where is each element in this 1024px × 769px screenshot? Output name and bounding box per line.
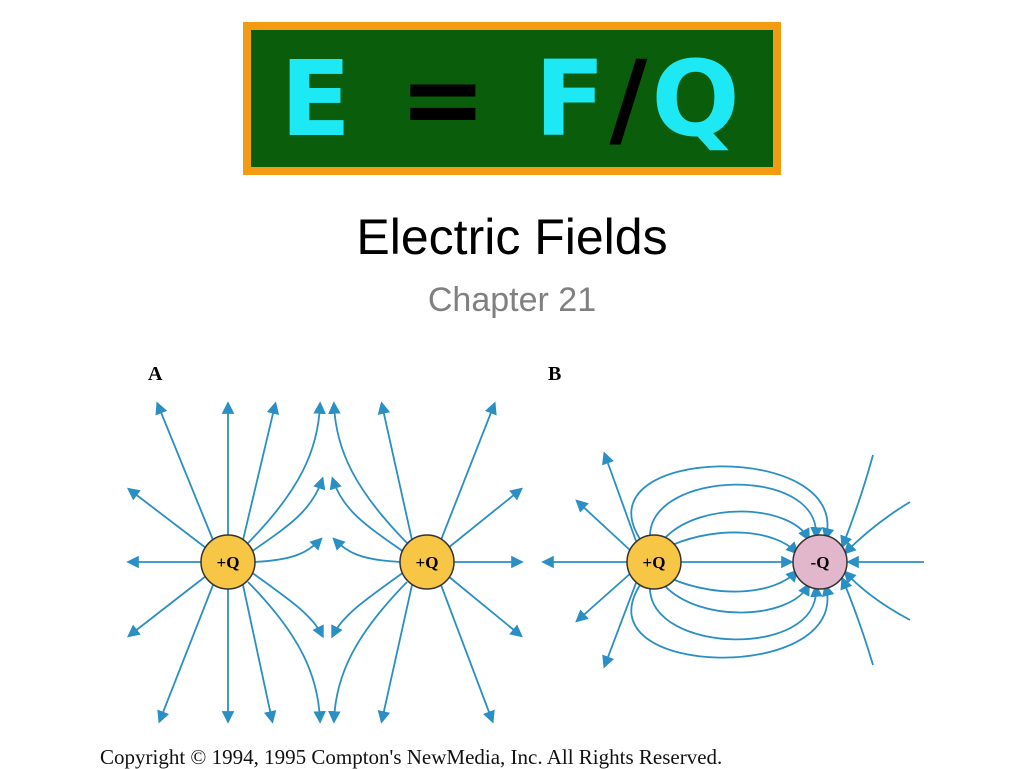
field-line <box>630 465 835 541</box>
field-line <box>575 499 633 553</box>
formula-banner: E = F/Q <box>243 22 781 175</box>
panel-a-field-lines <box>126 401 524 724</box>
field-line <box>447 575 523 638</box>
formula-slash: / <box>609 37 652 160</box>
field-line <box>840 576 874 666</box>
field-line <box>602 451 637 542</box>
panel-b-charge-negative: -Q <box>792 534 848 590</box>
field-line <box>328 581 408 724</box>
charge-label-positive: +Q <box>643 553 666 572</box>
field-line <box>242 401 280 541</box>
field-line <box>663 510 810 542</box>
panel-b-label: B <box>548 363 561 385</box>
field-line <box>250 476 326 553</box>
field-line <box>247 401 326 544</box>
slide-subtitle: Chapter 21 <box>427 281 597 319</box>
field-line <box>840 454 874 549</box>
field-line <box>649 483 823 540</box>
charge-label-positive: +Q <box>217 553 240 572</box>
field-line <box>328 401 408 544</box>
field-line <box>602 582 637 669</box>
panel-b-charge-positive: +Q <box>626 534 682 590</box>
panel-b-field-lines <box>541 451 924 669</box>
field-line <box>157 584 214 724</box>
formula-e: E <box>280 37 356 160</box>
field-line <box>377 401 413 541</box>
formula-f: F <box>534 37 610 160</box>
field-line <box>671 569 799 593</box>
field-line <box>329 476 405 553</box>
field-line <box>440 584 495 724</box>
copyright-notice: Copyright © 1994, 1995 Compton's NewMedi… <box>100 745 723 769</box>
field-line <box>332 537 402 563</box>
electric-field-diagram: A B +Q +Q +Q -Q <box>126 363 924 724</box>
field-line <box>649 584 823 641</box>
panel-a-charge-left: +Q <box>200 534 256 590</box>
field-line <box>377 584 413 724</box>
charge-label-positive: +Q <box>416 553 439 572</box>
field-line <box>126 487 207 549</box>
formula-q: Q <box>651 37 744 160</box>
slide-title: Electric Fields <box>356 209 668 265</box>
panel-a-label: A <box>148 363 163 385</box>
field-line <box>242 584 277 724</box>
field-line <box>155 401 214 541</box>
field-line <box>663 582 810 614</box>
field-line <box>253 537 323 563</box>
charge-label-negative: -Q <box>811 553 830 572</box>
field-line <box>575 571 633 623</box>
field-line <box>671 531 799 555</box>
field-line <box>843 501 911 555</box>
field-line <box>250 571 324 639</box>
formula-text: E = F/Q <box>251 30 773 167</box>
field-line <box>247 581 326 724</box>
field-line <box>331 571 405 639</box>
field-line <box>630 583 835 659</box>
field-line <box>127 575 207 638</box>
panel-a-charge-right: +Q <box>399 534 455 590</box>
field-line <box>447 487 523 549</box>
field-line <box>440 401 497 541</box>
formula-equals: = <box>399 37 491 160</box>
